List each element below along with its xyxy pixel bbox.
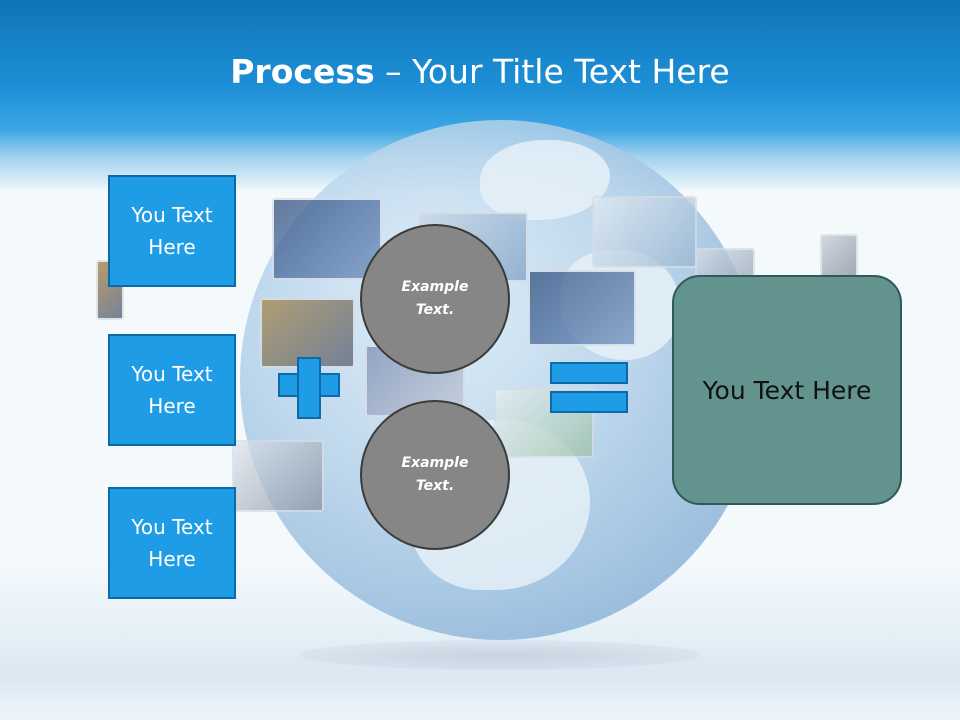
circle-label: Example Text.: [401, 455, 469, 494]
text-box-2[interactable]: You Text Here: [108, 334, 236, 446]
floating-screen: [272, 198, 382, 280]
title-rest: – Your Title Text Here: [374, 52, 730, 91]
text-box-3[interactable]: You Text Here: [108, 487, 236, 599]
slide-title: Process – Your Title Text Here: [0, 52, 960, 91]
example-circle-2[interactable]: Example Text.: [360, 400, 510, 550]
text-box-label: You Text Here: [131, 362, 213, 418]
floating-screen: [528, 270, 636, 346]
result-box[interactable]: You Text Here: [672, 275, 902, 505]
text-box-label: You Text Here: [131, 203, 213, 259]
globe-landmass: [480, 140, 610, 220]
circle-label: Example Text.: [401, 279, 469, 318]
text-box-label: You Text Here: [131, 515, 213, 571]
floating-screen: [592, 196, 697, 268]
title-bold: Process: [230, 52, 375, 91]
example-circle-1[interactable]: Example Text.: [360, 224, 510, 374]
text-box-1[interactable]: You Text Here: [108, 175, 236, 287]
result-label: You Text Here: [702, 375, 872, 405]
floating-screen: [232, 440, 324, 512]
globe-shadow: [300, 640, 700, 670]
